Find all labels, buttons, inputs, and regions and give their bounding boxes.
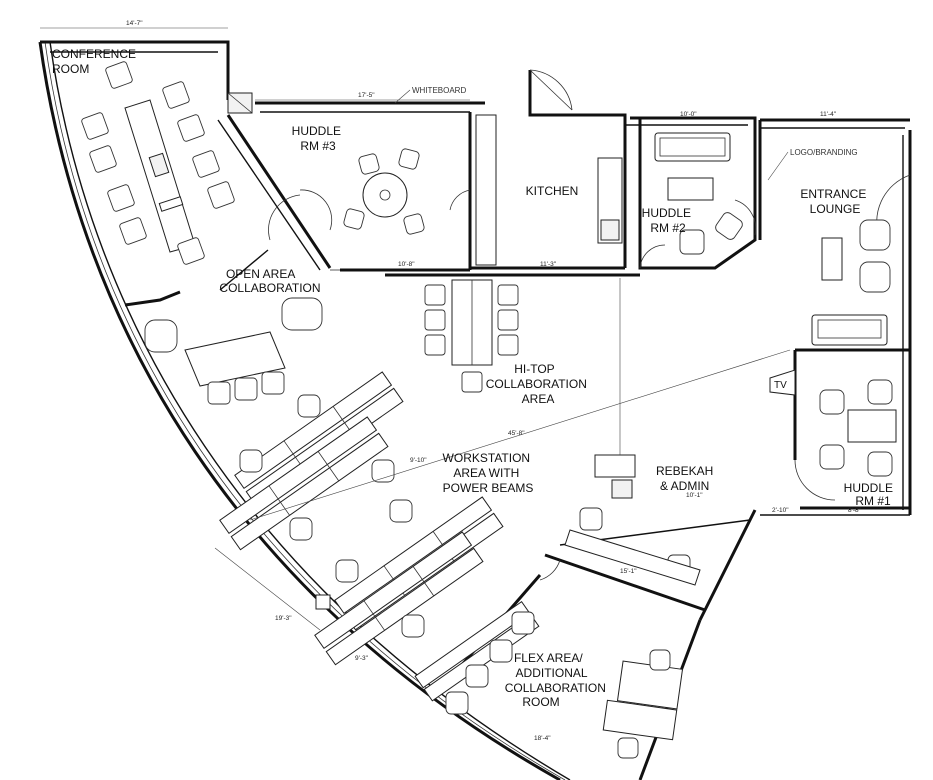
room-label-conference: CONFERENCE ROOM [52, 47, 139, 76]
tv-icon: TV [769, 369, 796, 396]
entrance-lounge [758, 118, 912, 515]
room-label-huddle-1: HUDDLE RM #1 [844, 481, 897, 508]
open-area-collaboration [144, 297, 323, 405]
dim-huddle2-top: 10'-0" [680, 111, 697, 118]
note-whiteboard: WHITEBOARD [412, 86, 466, 95]
conference-room [40, 40, 332, 307]
huddle-room-2 [625, 116, 757, 270]
huddle3-table [362, 172, 408, 218]
room-label-hi-top: HI-TOP COLLABORATION AREA [486, 362, 590, 406]
note-logo-branding: LOGO/BRANDING [790, 148, 858, 157]
room-label-open-area: OPEN AREA COLLABORATION [219, 267, 320, 295]
dim-huddle1-a: 2'-10" [772, 507, 789, 514]
dim-huddle1-b: 8'-8" [848, 507, 862, 514]
room-label-workstation: WORKSTATION AREA WITH POWER BEAMS [443, 451, 534, 495]
dimension-labels: 14'-7" 17'-5" 10'-0" 11'-4" 11'-3" 10'-8… [40, 20, 862, 742]
dim-huddle3-top: 17'-5" [358, 92, 375, 99]
dim-workstation-diag: 45'-8" [508, 430, 525, 437]
conference-chairs [81, 61, 235, 265]
dim-workstation-4: 9'-3" [355, 655, 369, 662]
door-swings [315, 244, 666, 610]
dim-top: 14'-7" [126, 20, 143, 27]
dim-workstation-2: 9'-10" [410, 457, 427, 464]
dim-admin: 10'-1" [686, 492, 703, 499]
huddle-room-3 [255, 101, 485, 272]
dim-huddle3-bottom: 10'-8" [398, 261, 415, 268]
tv-label: TV [774, 380, 787, 391]
dim-kitchen-bottom: 11'-3" [540, 261, 557, 268]
huddle3-chairs [343, 148, 425, 235]
flex-area [414, 559, 684, 759]
admin-desk [594, 278, 636, 499]
dim-flex: 15'-1" [620, 568, 637, 575]
room-label-kitchen: KITCHEN [526, 184, 579, 198]
dim-entrance-top: 11'-4" [820, 111, 837, 118]
workstations [219, 349, 791, 666]
huddle-room-1 [760, 348, 910, 516]
kitchen [385, 69, 640, 277]
room-label-huddle-3: HUDDLE RM #3 [292, 124, 345, 153]
room-label-entrance-lounge: ENTRANCE LOUNGE [800, 187, 869, 216]
room-label-flex-area: FLEX AREA/ ADDITIONAL COLLABORATION ROOM [505, 651, 609, 709]
room-label-rebekah: REBEKAH & ADMIN [656, 464, 717, 493]
dim-workstation-3: 19'-3" [275, 615, 292, 622]
room-label-huddle-2: HUDDLE RM #2 [642, 206, 695, 235]
hi-top-collaboration [424, 279, 519, 393]
admin-offices [438, 507, 757, 780]
dim-flex-bottom: 18'-4" [534, 735, 551, 742]
